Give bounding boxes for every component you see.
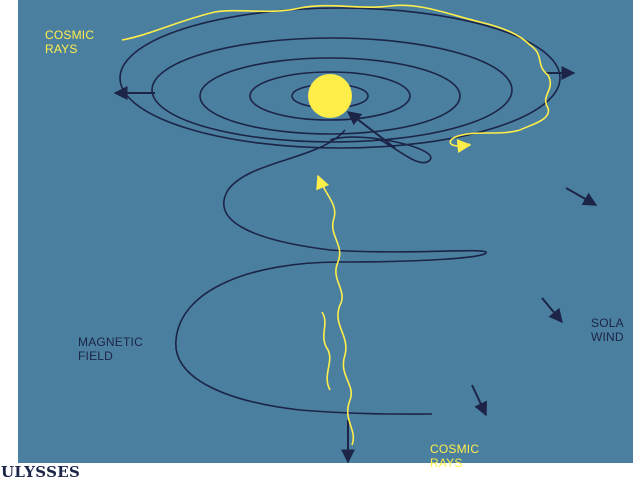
cosmic-ray-loop-arrowhead (456, 139, 472, 154)
label-cosmic-rays-top: COSMIC RAYS (45, 28, 94, 56)
cosmic-ray-arrowhead (316, 174, 330, 191)
sun (308, 74, 352, 118)
caption-ulysses: ULYSSES (1, 463, 81, 481)
helix-upper-loop (329, 136, 432, 164)
label-solar-wind: SOLA WIND (591, 316, 624, 344)
label-magnetic-field: MAGNETIC FIELD (78, 335, 143, 363)
arrow-sun-inward (346, 111, 396, 149)
label-solar-wind-line2: WIND (591, 330, 624, 344)
label-cosmic-rays-bottom-line2: RAYS (430, 456, 463, 470)
field-ring-5 (119, 7, 561, 149)
field-ring-2 (249, 71, 411, 121)
label-solar-wind-line1: SOLA (591, 316, 624, 330)
cosmic-ray-lower-left (321, 311, 331, 391)
label-cosmic-rays-top-line2: RAYS (45, 42, 78, 56)
label-magnetic-field-line2: FIELD (78, 349, 114, 363)
label-cosmic-rays-top-line1: COSMIC (45, 28, 95, 42)
label-cosmic-rays-bottom-line1: COSMIC (430, 442, 480, 456)
arrow-solar-wind-1 (565, 187, 598, 206)
magnetic-field-helix (175, 129, 487, 415)
magnetic-field-spiral (119, 7, 561, 149)
cosmic-ray-top-arc (121, 4, 531, 46)
label-magnetic-field-line1: MAGNETIC (78, 335, 143, 349)
arrow-solar-wind-3 (471, 384, 488, 417)
cosmic-ray-vertical (319, 179, 355, 446)
field-ring-3 (199, 57, 461, 135)
cosmic-ray-paths (121, 4, 552, 446)
label-cosmic-rays-bottom: COSMIC RAYS (430, 442, 479, 470)
cosmic-ray-bottom-loop (449, 129, 521, 147)
cosmic-ray-right-wiggle (519, 44, 552, 131)
arrow-solar-wind-2 (541, 297, 563, 324)
field-ring-4 (151, 37, 513, 143)
